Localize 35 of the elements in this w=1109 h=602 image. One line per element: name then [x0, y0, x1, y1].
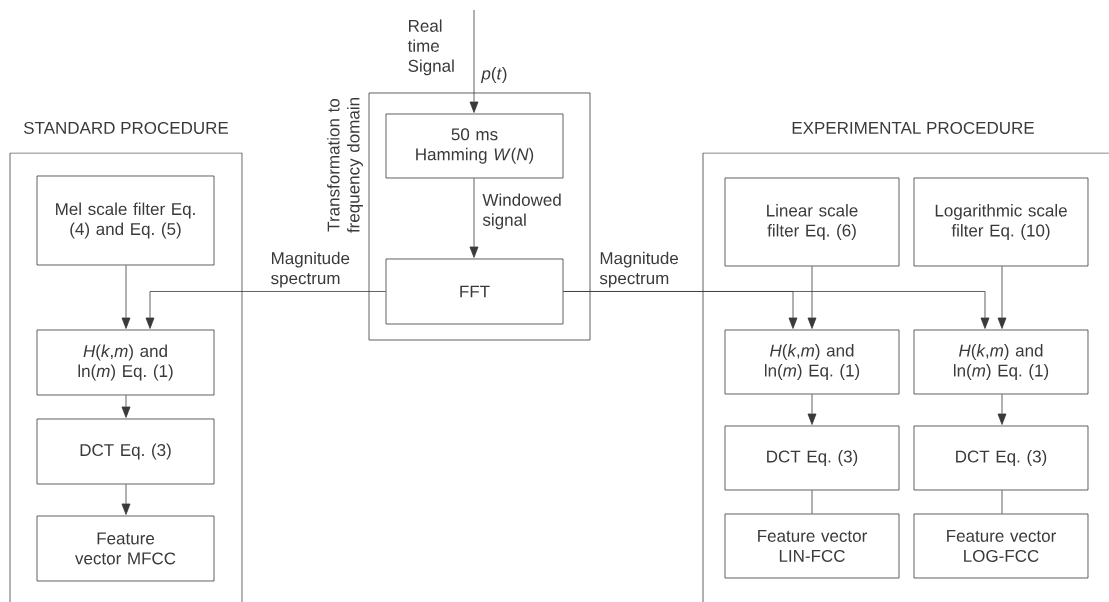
arrow [121, 395, 131, 418]
process-box: DCT Eq. (3) [913, 425, 1089, 491]
arrow [469, 178, 479, 258]
arrow [121, 484, 131, 515]
process-box: H(k,m) and ln(m) Eq. (1) [36, 329, 215, 396]
process-box: FFT [385, 258, 564, 325]
arrow [807, 394, 817, 425]
process-box: Logarithmic scale filter Eq. (10) [913, 177, 1089, 267]
arrow [121, 265, 131, 329]
signal-label: p(t) [481, 67, 507, 83]
edge-label: Windowed signal [482, 193, 561, 230]
process-box: H(k,m) and ln(m) Eq. (1) [913, 329, 1089, 395]
panel-heading: STANDARD PROCEDURE [24, 121, 229, 134]
procedure-panel [702, 121, 1109, 602]
arrow [563, 291, 990, 329]
process-box: DCT Eq. (3) [724, 425, 900, 491]
process-box: Feature vector LIN-FCC [724, 513, 900, 579]
edge-label: Real time Signal [407, 19, 454, 76]
panel-heading: EXPERIMENTAL PROCEDURE [792, 121, 1034, 134]
edge-label: Magnitude spectrum [599, 251, 679, 288]
arrow [469, 9, 479, 113]
arrow [145, 291, 386, 329]
edge-label: Magnitude spectrum [271, 251, 350, 288]
process-box: H(k,m) and ln(m) Eq. (1) [724, 329, 900, 395]
arrow [807, 266, 817, 329]
process-box: Mel scale filter Eq. (4) and Eq. (5) [36, 175, 215, 266]
process-box: Linear scale filter Eq. (6) [724, 177, 900, 267]
process-box: 50 ms Hamming W(N) [385, 113, 564, 179]
process-box: Feature vector MFCC [36, 515, 215, 582]
process-box: Feature vector LOG-FCC [913, 513, 1089, 579]
procedure-panel [9, 121, 243, 602]
process-box: DCT Eq. (3) [36, 418, 215, 485]
panel-heading: Transformation to frequency domain [327, 98, 363, 233]
arrow [997, 266, 1007, 329]
arrow [997, 394, 1007, 425]
